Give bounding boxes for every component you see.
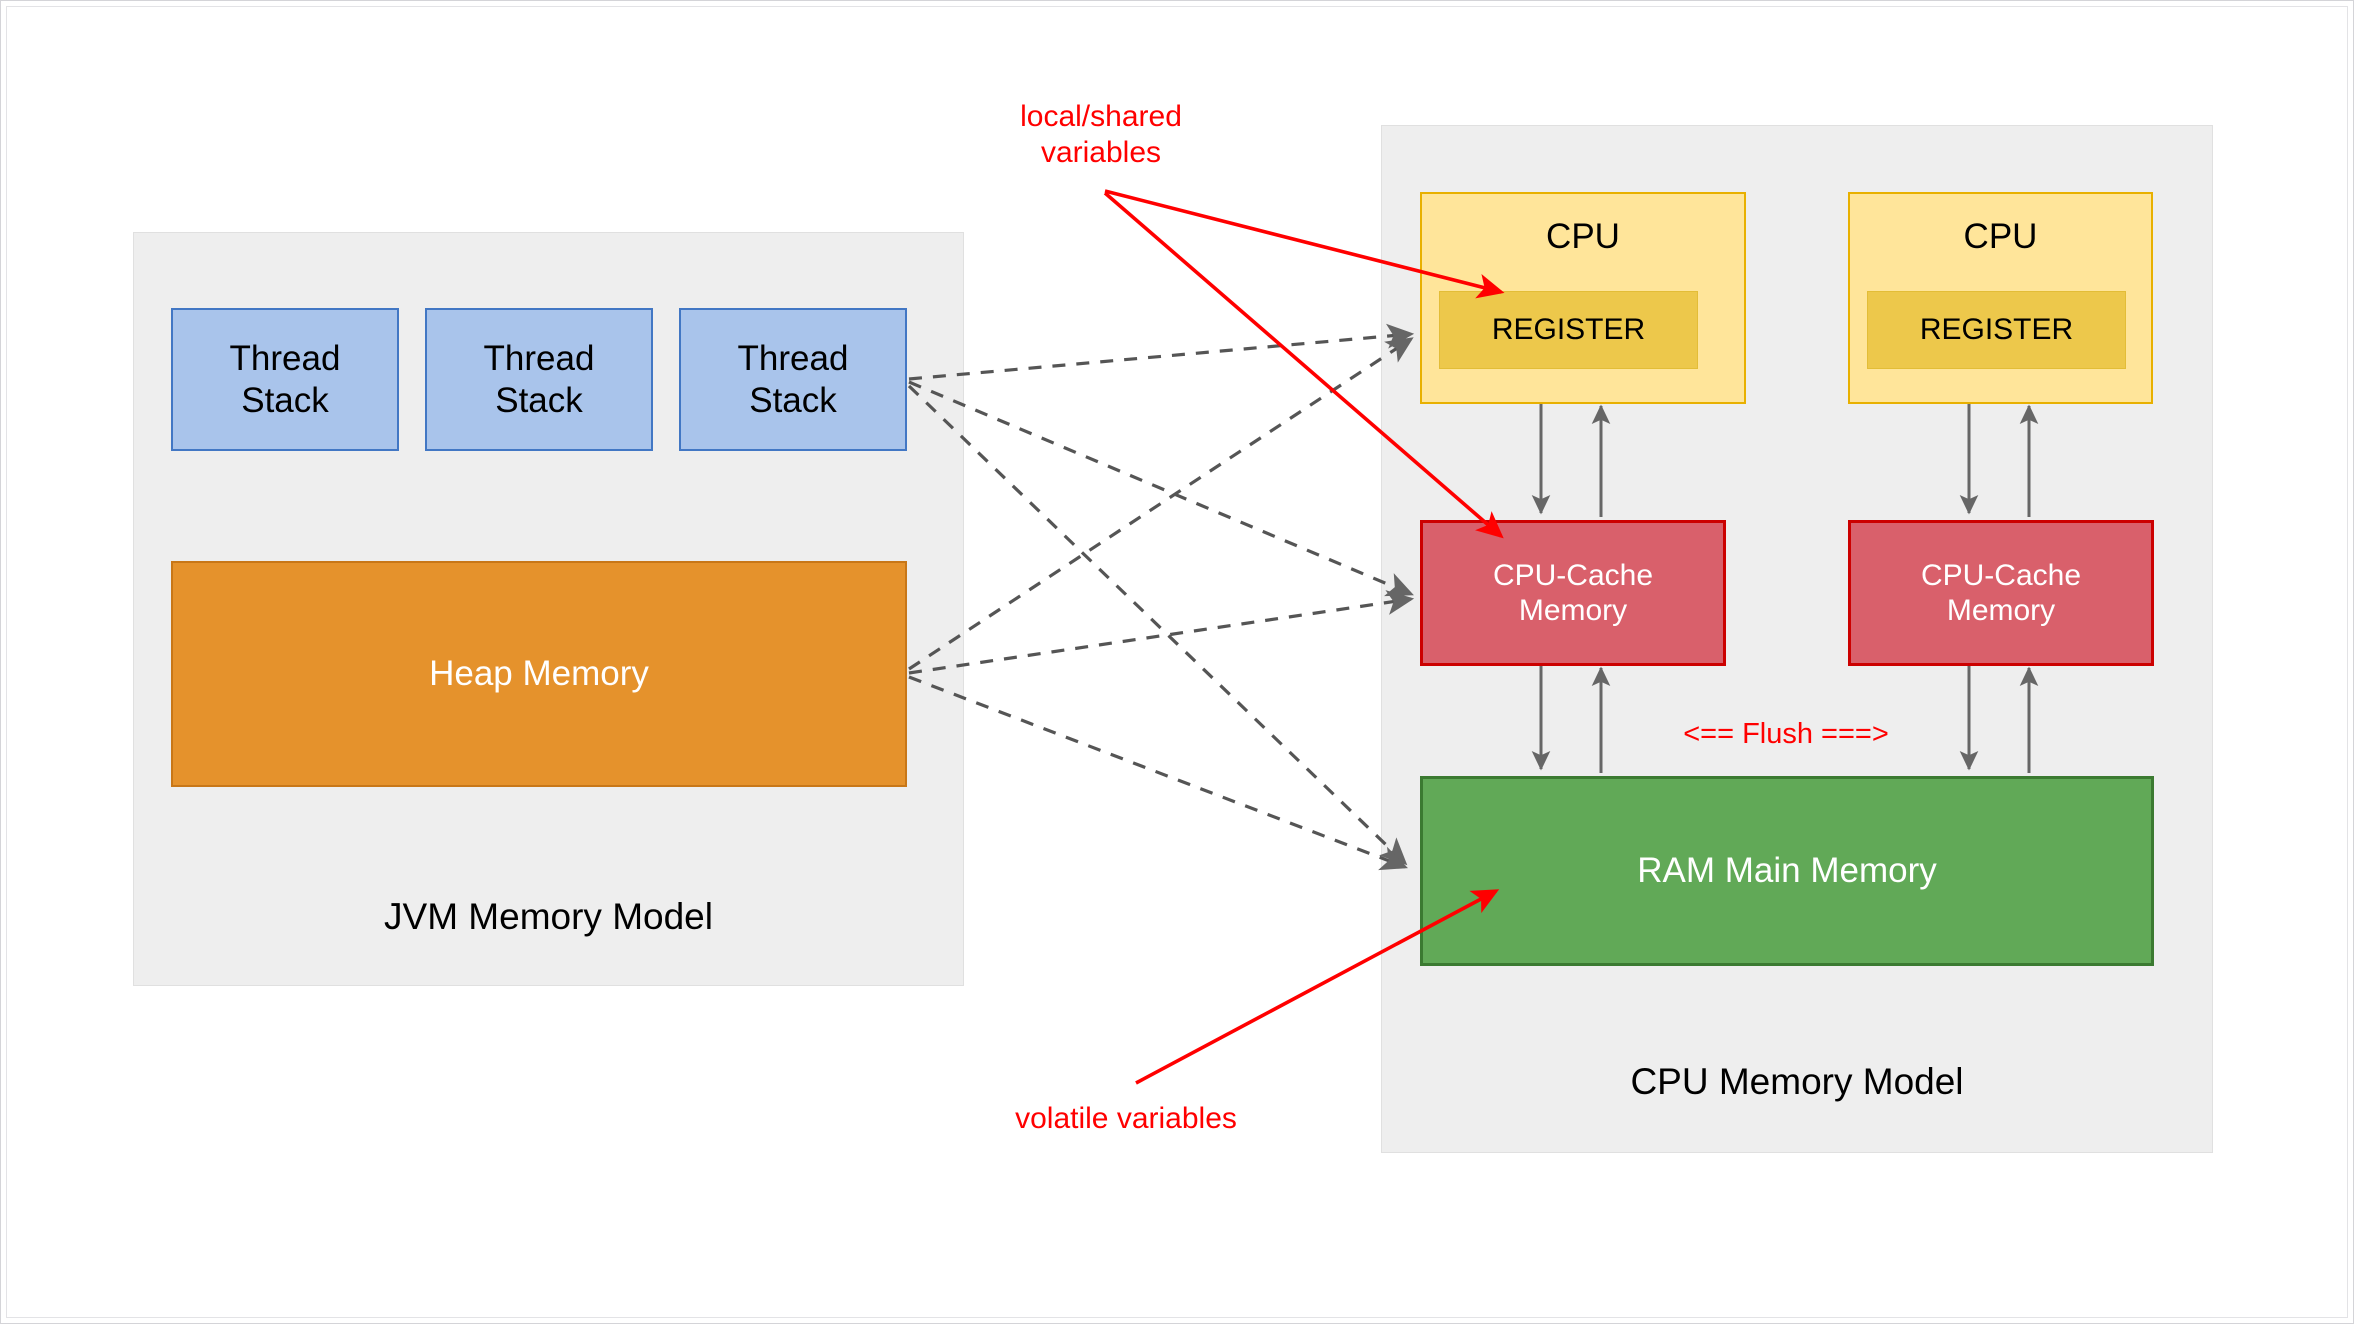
heap-memory-box[interactable]: Heap Memory: [171, 561, 907, 787]
cpu-cache-box-2[interactable]: CPU-Cache Memory: [1848, 520, 2154, 666]
thread-stack-label-1: Thread Stack: [229, 339, 341, 420]
dashed-arrow-thread-to-ram: [907, 384, 1408, 866]
thread-stack-label-2: Thread Stack: [483, 339, 595, 420]
cpu-cache-box-1[interactable]: CPU-Cache Memory: [1420, 520, 1726, 666]
register-label-2: REGISTER: [1919, 313, 2074, 346]
heap-memory-label: Heap Memory: [429, 654, 649, 694]
jvm-panel-caption: JVM Memory Model: [384, 896, 713, 937]
register-box-1[interactable]: REGISTER: [1439, 291, 1698, 369]
cpu-cache-label-1: CPU-Cache Memory: [1492, 558, 1654, 627]
thread-stack-box-3[interactable]: Thread Stack: [679, 308, 907, 451]
dashed-arrow-thread-to-register: [908, 323, 1415, 381]
dashed-arrow-heap-to-register: [908, 337, 1414, 671]
annotation-local-shared-variables: local/shared variables: [1020, 100, 1182, 169]
annotation-volatile-variables: volatile variables: [1015, 1102, 1237, 1135]
cpu-label-2: CPU: [1963, 217, 2038, 256]
register-box-2[interactable]: REGISTER: [1867, 291, 2126, 369]
cpu-panel-caption: CPU Memory Model: [1630, 1061, 1964, 1102]
dashed-arrow-thread-to-cache: [908, 380, 1414, 597]
dashed-arrow-heap-to-ram: [908, 675, 1408, 871]
dashed-arrow-heap-to-cache: [908, 590, 1415, 675]
thread-stack-label-3: Thread Stack: [737, 339, 849, 420]
register-label-1: REGISTER: [1491, 313, 1646, 346]
ram-main-memory-label: RAM Main Memory: [1637, 851, 1937, 891]
cpu-label-1: CPU: [1546, 217, 1620, 256]
cpu-cache-label-2: CPU-Cache Memory: [1920, 558, 2082, 627]
thread-stack-box-1[interactable]: Thread Stack: [171, 308, 399, 451]
thread-stack-box-2[interactable]: Thread Stack: [425, 308, 653, 451]
ram-main-memory-box[interactable]: RAM Main Memory: [1420, 776, 2154, 966]
flush-label: <== Flush ===>: [1683, 718, 1889, 750]
